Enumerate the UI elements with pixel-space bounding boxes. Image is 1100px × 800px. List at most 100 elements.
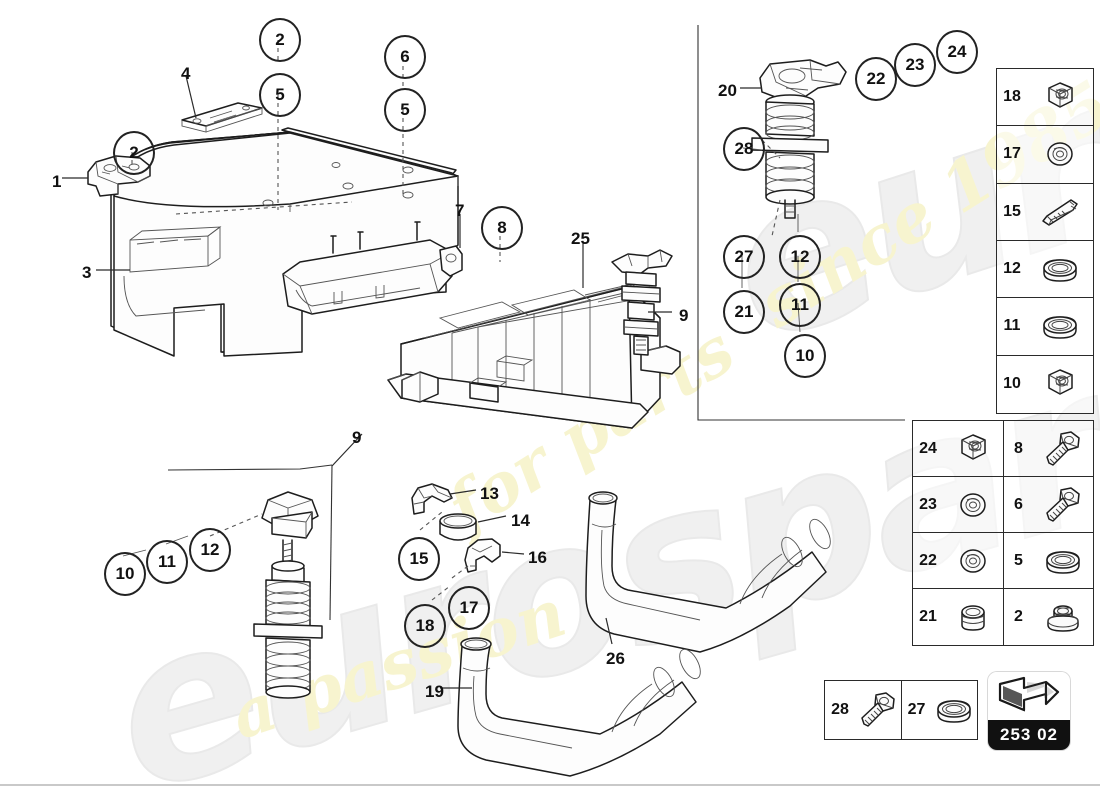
legend-row-15[interactable]: 15 [997,184,1093,241]
legend-item-number: 11 [1003,317,1021,335]
legend-row: 21 2 [913,589,1093,645]
legend-cell[interactable]: 10 [997,356,1093,413]
legend-cell-5[interactable]: 5 [1002,533,1094,588]
part-14-cap [439,513,477,541]
legend-cell[interactable]: 17 [997,126,1093,182]
legend-cell-23[interactable]: 23 [913,477,1003,532]
part-20-cap [751,59,847,219]
legend-table-bottom: 28 27 [824,680,978,740]
legend-item-number: 22 [919,551,937,569]
callout-23[interactable]: 23 [894,43,936,87]
legend-item-number: 5 [1014,551,1023,569]
callout-21[interactable]: 21 [723,290,765,334]
label-9-left: 9 [352,428,362,447]
legend-cell[interactable]: 18 [997,69,1093,125]
flat-washer-icon [1027,298,1093,354]
part-4-plate [181,102,263,133]
legend-row: 22 5 [913,533,1093,589]
legend-item-number: 23 [919,495,937,513]
legend-cell-28[interactable]: 28 [825,681,901,739]
callout-12-right[interactable]: 12 [779,235,821,279]
callout-10-right[interactable]: 10 [784,334,826,378]
arrow-block-icon [998,676,1060,712]
legend-table-grid: 24 8 23 [912,420,1094,646]
stud-nut-icon [1034,589,1094,645]
legend-cell-2[interactable]: 2 [1002,589,1094,645]
washer-ring-icon [943,477,1003,532]
label-1: 1 [52,172,62,191]
legend-cell-24[interactable]: 24 [913,421,1003,476]
legend-cell[interactable]: 11 [997,298,1093,354]
legend-row: 28 27 [825,681,977,739]
label-13: 13 [480,484,499,503]
hex-nut-icon [1027,69,1093,125]
label-14: 14 [511,511,530,530]
legend-item-number: 12 [1003,260,1021,278]
callout-12-left[interactable]: 12 [189,528,231,572]
legend-cell-22[interactable]: 22 [913,533,1003,588]
label-26: 26 [606,649,625,668]
flat-washer-icon [932,681,978,739]
legend-item-number: 18 [1003,88,1021,106]
legend-item-number: 28 [831,701,849,718]
badge-part-number: 253 02 [988,720,1070,750]
label-7: 7 [455,201,465,220]
callout-24[interactable]: 24 [936,30,978,74]
callout-11-left[interactable]: 11 [146,540,188,584]
label-19: 19 [425,682,444,701]
callout-18[interactable]: 18 [404,604,446,648]
washer-ring-icon [1027,126,1093,182]
legend-item-number: 21 [919,608,937,625]
label-3: 3 [82,263,92,282]
callout-2-left[interactable]: 2 [113,131,155,175]
legend-row-17[interactable]: 17 [997,126,1093,184]
divider-left-v [329,464,333,621]
legend-item-number: 27 [907,701,926,718]
washer-ring-icon [943,533,1003,588]
part-7-rail [282,221,463,315]
legend-row-11[interactable]: 11 [997,298,1093,356]
badge-icon-wrap [988,672,1070,720]
legend-item-number: 2 [1014,608,1023,625]
part-number-badge: 253 02 [988,672,1070,750]
legend-cell-27[interactable]: 27 [900,681,978,739]
legend-row-12[interactable]: 12 [997,241,1093,299]
flat-washer-icon [1027,241,1093,297]
callout-15[interactable]: 15 [398,537,440,581]
part-19-pipe [457,637,701,777]
callout-6[interactable]: 6 [384,35,426,79]
legend-row: 23 6 [913,477,1093,533]
legend-cell-8[interactable]: 8 [1002,421,1094,476]
label-25: 25 [571,229,590,248]
legend-row-18[interactable]: 18 [997,69,1093,127]
legend-cell[interactable]: 15 [997,184,1093,240]
callout-8[interactable]: 8 [481,206,523,250]
callout-10-left[interactable]: 10 [104,552,146,596]
stud-bolt-icon [1027,184,1093,240]
legend-cell[interactable]: 12 [997,241,1093,297]
hex-nut-icon [943,421,1003,476]
bottom-rule [0,784,1100,786]
part-9-terminal-left [253,491,323,699]
callout-17[interactable]: 17 [448,586,490,630]
callout-28[interactable]: 28 [723,127,765,171]
callout-11-right[interactable]: 11 [779,283,821,327]
callout-5-b[interactable]: 5 [384,88,426,132]
legend-row-10[interactable]: 10 [997,356,1093,413]
cap-nut-icon [943,589,1003,645]
callout-22[interactable]: 22 [855,57,897,101]
callout-27[interactable]: 27 [723,235,765,279]
legend-cell-21[interactable]: 21 [913,589,1003,645]
flat-washer-icon [1034,533,1094,588]
legend-item-number: 15 [1003,202,1021,220]
callout-5-a[interactable]: 5 [259,73,301,117]
hex-bolt-icon [855,681,901,739]
hex-bolt-icon [1034,477,1094,532]
callout-2-top[interactable]: 2 [259,18,301,62]
label-9-right: 9 [679,306,689,325]
legend-item-number: 10 [1003,375,1021,393]
legend-cell-6[interactable]: 6 [1002,477,1094,532]
legend-row: 24 8 [913,421,1093,477]
